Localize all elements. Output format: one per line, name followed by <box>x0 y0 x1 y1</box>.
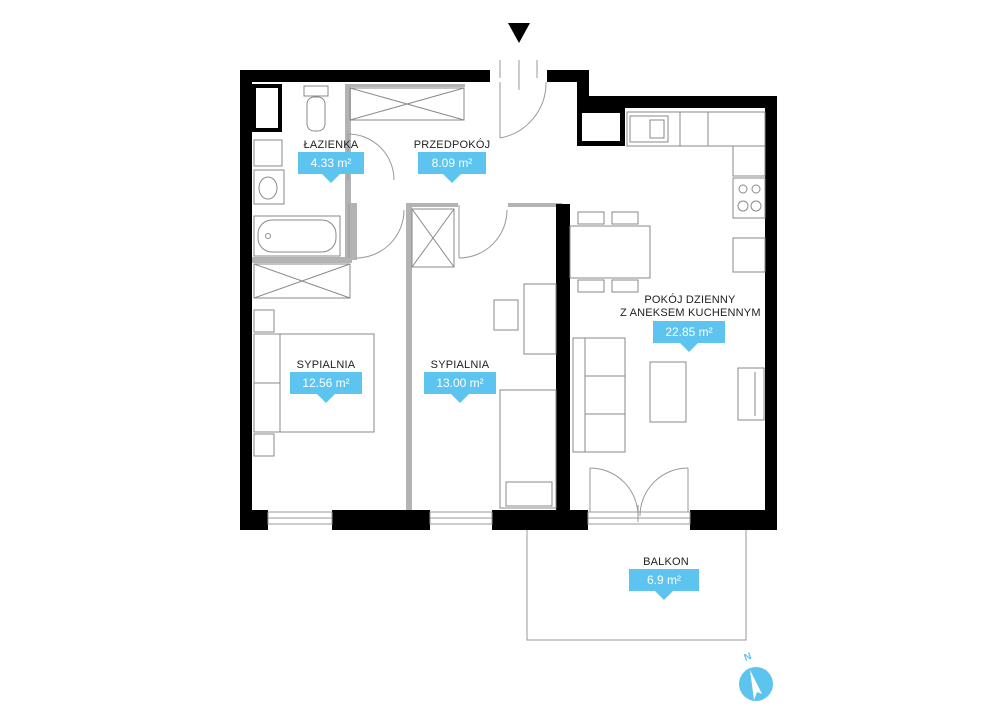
area-badge-sypialnia-2: 13.00 m² <box>424 372 496 403</box>
toilet-icon <box>306 96 326 132</box>
area-badge-przedpokoj: 8.09 m² <box>418 152 486 183</box>
partition-hall-right <box>508 203 562 207</box>
room-name-sypialnia-1: SYPIALNIA <box>296 359 356 371</box>
bedroom-1-furniture <box>253 309 375 457</box>
washbasin-icon <box>253 169 285 205</box>
entrance-door <box>499 60 547 139</box>
bedroom-2-furniture <box>493 283 557 509</box>
room-name-lazienka: ŁAZIENKA <box>303 139 359 151</box>
area-badge-lazienka: 4.33 m² <box>298 152 364 183</box>
entrance-arrow-icon <box>508 23 530 43</box>
area-badge-balkon: 6.9 m² <box>629 569 699 600</box>
partition-wardrobe-line <box>345 84 465 87</box>
wardrobes <box>253 87 465 299</box>
partition-hall-top <box>406 203 458 207</box>
bathroom-fixtures <box>253 85 341 257</box>
room-name-pokoj-dzienny-line2: Z ANEKSEM KUCHENNYM <box>620 307 761 319</box>
room-name-sypialnia-2: SYPIALNIA <box>430 359 490 371</box>
partition-bath-bottom <box>252 257 352 263</box>
room-name-pokoj-dzienny-line1: POKÓJ DZIENNY <box>644 294 736 306</box>
area-badge-pokoj-dzienny: 22.85 m² <box>653 321 725 352</box>
cooktop-icon <box>732 177 766 219</box>
partition-bedroom-bedroom <box>406 204 412 510</box>
sink-icon <box>629 115 669 143</box>
room-name-balkon: BALKON <box>643 556 689 568</box>
compass-icon <box>739 667 773 701</box>
area-badge-sypialnia-1: 12.56 m² <box>290 372 362 403</box>
bathtub-icon <box>253 215 341 257</box>
bidet-icon <box>253 139 283 167</box>
windows <box>267 511 691 525</box>
kitchen-shaft-inner <box>582 113 620 141</box>
kitchen-furniture <box>569 111 766 453</box>
partition-closet-top <box>351 203 357 260</box>
room-name-przedpokoj: PRZEDPOKÓJ <box>413 139 491 151</box>
shaft-inner <box>256 88 278 128</box>
balcony-outline <box>526 528 747 641</box>
